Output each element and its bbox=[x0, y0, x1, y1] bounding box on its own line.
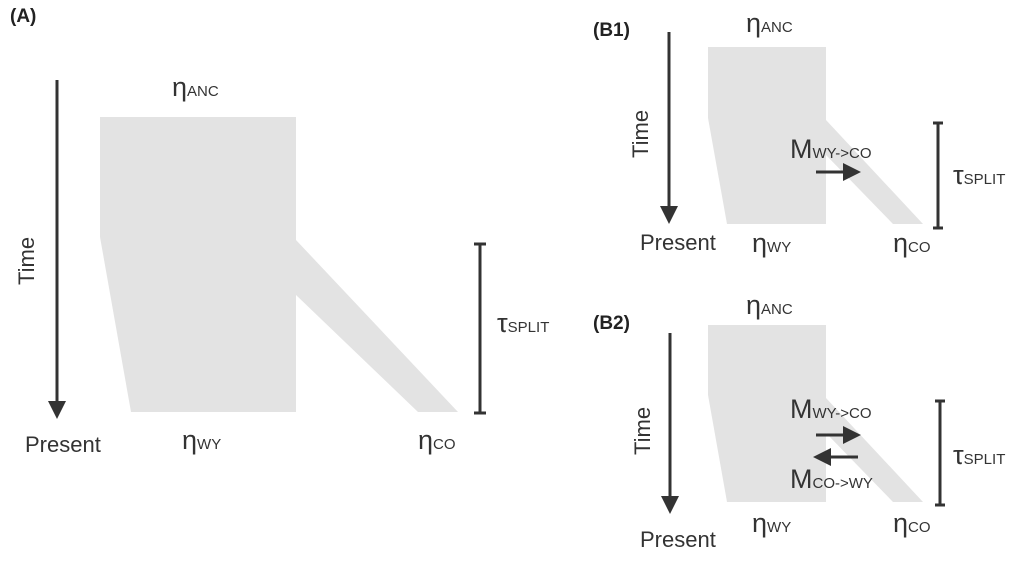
migration-wy-to-co-label: MWY->CO bbox=[790, 394, 872, 424]
migration-wy-to-co-label: MWY->CO bbox=[790, 134, 872, 164]
eta-wy-label: ηWY bbox=[182, 425, 222, 455]
eta-wy-label: ηWY bbox=[752, 228, 792, 258]
present-label: Present bbox=[640, 230, 716, 255]
population-ancestral-wy bbox=[708, 47, 826, 224]
tau-split-bar bbox=[935, 399, 945, 507]
tau-split-label: τSPLIT bbox=[953, 160, 1006, 190]
population-ancestral-wy bbox=[708, 325, 826, 502]
tau-split-label: τSPLIT bbox=[953, 440, 1006, 470]
tau-split-bar bbox=[933, 121, 943, 230]
eta-wy-label: ηWY bbox=[752, 508, 792, 538]
population-co-branch bbox=[296, 240, 458, 412]
panel-label-a: (A) bbox=[10, 6, 37, 27]
time-label: Time bbox=[630, 406, 655, 455]
tau-split-bar bbox=[474, 242, 486, 415]
eta-anc-label: ηANC bbox=[172, 72, 219, 102]
eta-co-label: ηCO bbox=[893, 228, 931, 258]
present-label: Present bbox=[640, 527, 716, 552]
population-ancestral-wy bbox=[100, 117, 296, 412]
migration-co-to-wy-label: MCO->WY bbox=[790, 464, 873, 494]
time-label: Time bbox=[628, 109, 653, 158]
eta-co-label: ηCO bbox=[418, 425, 456, 455]
panel-label-b2: (B2) bbox=[593, 313, 630, 334]
tau-split-label: τSPLIT bbox=[497, 308, 550, 338]
eta-co-label: ηCO bbox=[893, 508, 931, 538]
population-co-branch bbox=[826, 120, 923, 224]
present-label: Present bbox=[25, 432, 101, 457]
eta-anc-label: ηANC bbox=[746, 8, 793, 38]
eta-anc-label: ηANC bbox=[746, 290, 793, 320]
time-label: Time bbox=[14, 236, 39, 285]
panel-label-b1: (B1) bbox=[593, 20, 630, 41]
population-co-branch bbox=[826, 398, 923, 502]
